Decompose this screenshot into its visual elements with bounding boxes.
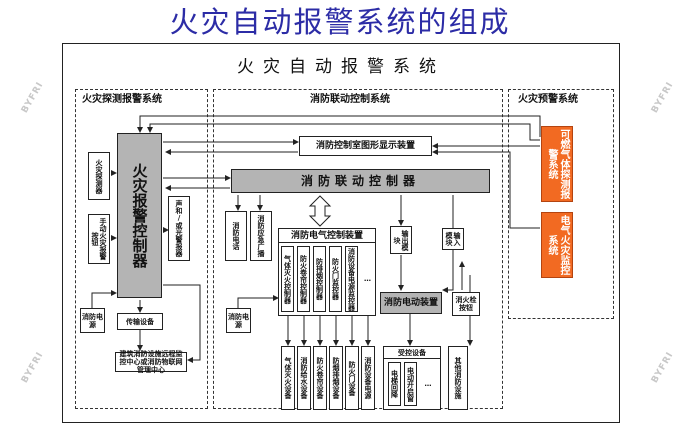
fire-detector: 火灾探测器 (88, 152, 110, 200)
section-warning (508, 89, 614, 319)
hydrant-button: 消火栓按钮 (452, 292, 480, 316)
system-frame (62, 43, 620, 423)
smoke-exhaust-equipment: 防烟排烟设备 (329, 346, 343, 410)
electric-linkage-device: 消防电动装置 (380, 292, 442, 314)
electric-window: 电动开启窗 (404, 362, 417, 406)
combustible-gas-system: 可燃气体探测报警系统 (541, 126, 573, 202)
gas-equipment: 气体灭火设备 (281, 346, 295, 410)
page-title: 火灾自动报警系统的组成 (169, 5, 511, 39)
rolling-shutter-equipment: 防火卷帘设备 (313, 346, 327, 410)
fire-power-mid: 消防电源 (226, 308, 251, 333)
manual-alarm-button: 手动火灾报警按钮 (88, 214, 110, 264)
emergency-broadcast: 消防应急广播 (250, 211, 272, 261)
electrical-control-title: 消防电气控制装置 (279, 229, 375, 243)
more-controlled: … (420, 362, 436, 406)
fire-door-equipment: 防火门设备 (345, 346, 359, 410)
rolling-shutter-controller: 防火卷帘控制器 (297, 246, 310, 312)
remote-monitor-center: 建筑消防设施远程监控中心或消防物联网管理中心 (115, 350, 187, 374)
fire-door-monitor: 防火门监控器 (329, 246, 342, 312)
more-controllers: … (361, 246, 374, 312)
system-title: 火灾自动报警系统 (237, 57, 445, 77)
gas-extinguish-controller: 气体灭火控制器 (281, 246, 294, 312)
smoke-exhaust-controller: 防排烟控制器 (313, 246, 326, 312)
sound-light-alarm: 声和/或光警报器 (168, 196, 190, 261)
section-warning-label: 火灾预警系统 (518, 94, 578, 105)
fire-power-equipment: 消防设备电源 (361, 346, 375, 410)
section-detect (75, 89, 208, 409)
output-module: 输出模块 (390, 226, 412, 254)
electrical-fire-system: 电气火灾监控系统 (541, 212, 573, 278)
elevator-return: 电梯回降 (388, 362, 401, 406)
controlled-equipment-title: 受控设备 (384, 347, 440, 359)
water-supply-equipment: 消防给水设备 (297, 346, 311, 410)
input-module: 输入模块 (442, 228, 464, 250)
graphic-display-device: 消防控制室图形显示装置 (299, 136, 432, 156)
section-linkage-label: 消防联动控制系统 (310, 94, 390, 105)
transmission-device: 传输设备 (117, 313, 163, 330)
fire-alarm-controller: 火灾报警控制器 (117, 133, 162, 298)
linkage-controller: 消防联动控制器 (231, 169, 490, 193)
fire-power-left: 消防电源 (80, 308, 105, 333)
power-monitor: 消防设备电源监控器 (345, 246, 358, 312)
section-detect-label: 火灾探测报警系统 (82, 94, 162, 105)
fire-phone: 消防电话 (225, 211, 247, 261)
other-fire-facilities: 其他消防设施 (448, 346, 468, 410)
